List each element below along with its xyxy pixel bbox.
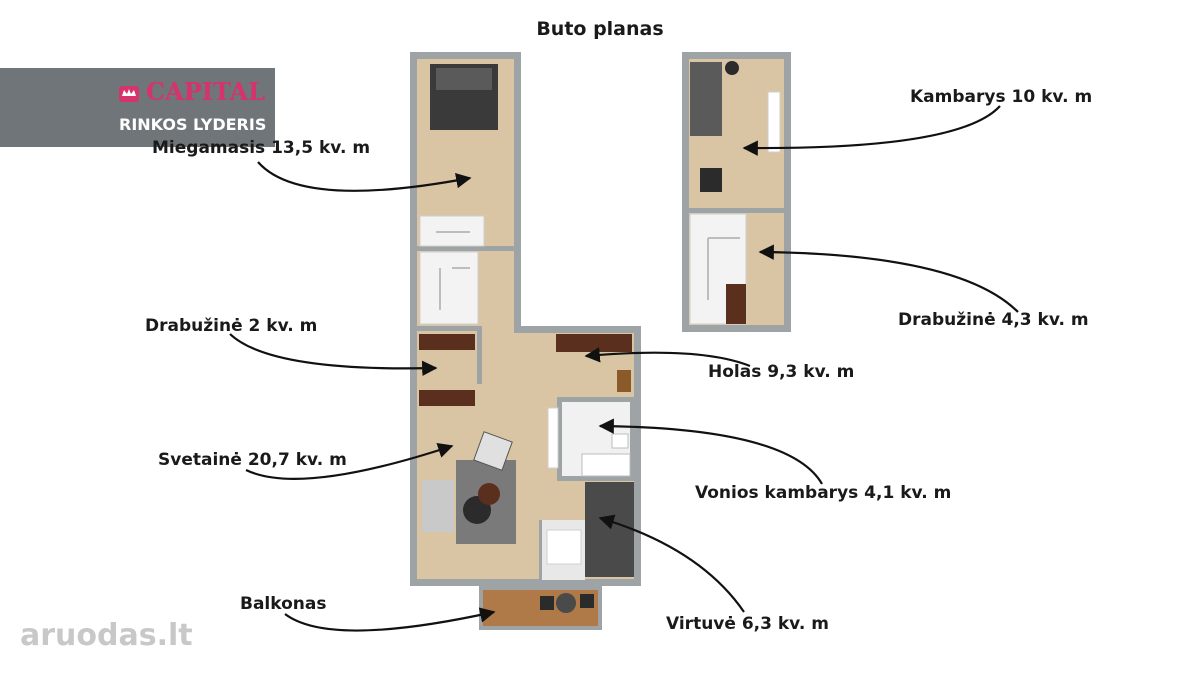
main-unit (410, 52, 641, 586)
arrow-drabuzine43 (758, 244, 1019, 313)
label-holas: Holas 9,3 kv. m (708, 362, 855, 382)
arrow-virtuve (598, 514, 745, 613)
arrow-drabuzine2 (229, 333, 438, 377)
arrow-balkonas (284, 607, 496, 632)
label-balkonas: Balkonas (240, 594, 327, 614)
arrow-kambarys (742, 105, 1001, 156)
label-kambarys: Kambarys 10 kv. m (910, 87, 1093, 107)
brand-banner: CAPITAL RINKOS LYDERIS (0, 68, 275, 147)
crown-icon (119, 86, 139, 102)
arrow-miegamasis (257, 161, 472, 192)
label-arrows (229, 105, 1019, 632)
arrow-holas (584, 347, 751, 368)
label-vonios: Vonios kambarys 4,1 kv. m (695, 483, 952, 503)
arrow-svetaine (245, 443, 454, 480)
label-virtuve: Virtuvė 6,3 kv. m (666, 614, 829, 634)
label-drabuzine-2: Drabužinė 2 kv. m (145, 316, 318, 336)
watermark: aruodas.lt (20, 618, 193, 653)
arrow-vonios (598, 418, 823, 485)
label-drabuzine-4-3: Drabužinė 4,3 kv. m (898, 310, 1089, 330)
plan-title: Buto planas (536, 18, 664, 40)
brand-subtitle: RINKOS LYDERIS (119, 115, 267, 134)
label-svetaine: Svetainė 20,7 kv. m (158, 450, 347, 470)
upper-unit (682, 52, 791, 332)
brand-logo: CAPITAL (146, 77, 266, 106)
label-miegamasis: Miegamasis 13,5 kv. m (152, 138, 371, 158)
balcony (479, 586, 602, 630)
